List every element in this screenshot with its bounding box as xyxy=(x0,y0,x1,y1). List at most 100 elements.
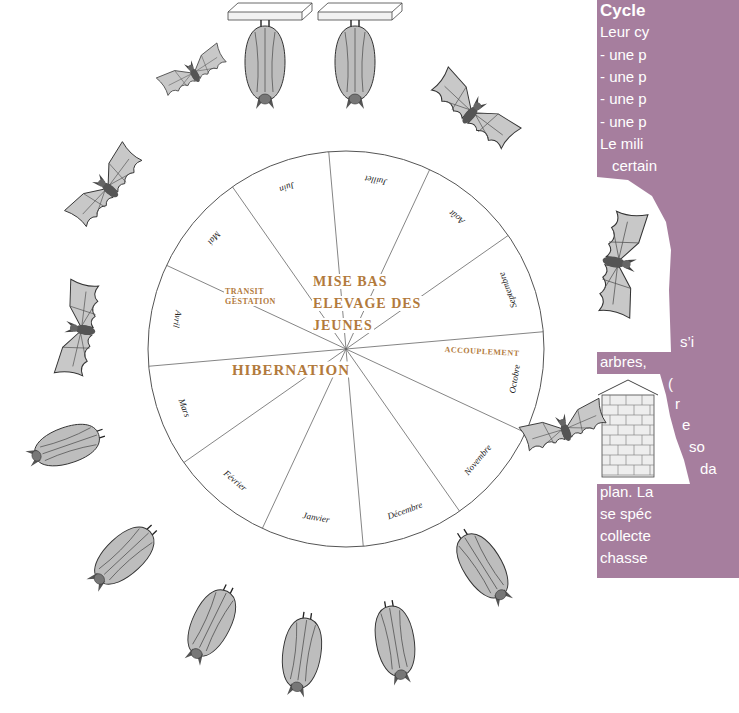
label-text: Juillet xyxy=(364,173,388,187)
month-divider xyxy=(346,349,363,546)
panel-text: da xyxy=(700,460,717,478)
bat-wings xyxy=(84,518,163,595)
bat-folds xyxy=(345,28,365,92)
wing-fingers xyxy=(606,219,642,261)
wing-fingers xyxy=(67,289,99,327)
ledge-top xyxy=(228,3,312,20)
bat-head xyxy=(622,259,632,269)
ledge-face xyxy=(318,12,392,20)
wall-face xyxy=(602,395,654,477)
label-text: Juin xyxy=(278,180,296,195)
label-text: Mars xyxy=(177,397,193,418)
month-divider xyxy=(346,349,460,511)
bat-figure xyxy=(277,610,327,699)
heading-text: Cycle xyxy=(600,1,645,20)
bat-ears xyxy=(25,447,41,466)
label-text: so xyxy=(689,438,705,455)
bat-ears xyxy=(87,571,108,592)
bat-body xyxy=(74,324,96,337)
panel-heading: Cycle xyxy=(600,1,645,21)
label-text: TRANSIT GESTATION xyxy=(224,287,277,306)
bat-figure xyxy=(335,20,375,109)
label-text: Août xyxy=(447,208,466,227)
bat-figure xyxy=(519,398,609,455)
bat-wings xyxy=(371,603,420,681)
panel-text: - une p xyxy=(600,46,647,64)
label-text: Octobre xyxy=(507,364,522,394)
wing-membrane xyxy=(54,330,92,378)
panel-text: collecte xyxy=(600,527,651,545)
label-text: arbres, xyxy=(600,353,647,370)
panel-text: so xyxy=(689,438,705,456)
month-label: Août xyxy=(447,208,467,227)
phase-label: MISE BAS ELEVAGE DES JEUNES xyxy=(312,271,447,337)
bat-folds xyxy=(40,427,100,463)
wall xyxy=(598,380,658,477)
panel-text: e xyxy=(682,416,690,434)
bat-head xyxy=(259,94,271,104)
bat-head xyxy=(31,449,43,462)
bat-figure xyxy=(175,578,246,671)
month-label: Juin xyxy=(278,180,296,196)
bat-folds xyxy=(457,533,505,595)
bat-wings xyxy=(335,26,375,102)
label-text: collecte xyxy=(600,527,651,544)
bat-ears xyxy=(185,647,206,666)
bat-wing xyxy=(63,279,101,327)
bat-head xyxy=(558,418,567,427)
bat-figure xyxy=(156,43,229,99)
text-panel xyxy=(597,0,739,578)
bat-wings xyxy=(448,526,519,607)
month-label: Mai xyxy=(205,229,223,247)
bat-head xyxy=(92,572,107,587)
wall-roof xyxy=(598,380,658,395)
month-label: Juillet xyxy=(364,172,388,187)
bat-body xyxy=(602,255,627,269)
bat-figure xyxy=(79,514,167,599)
label-text: MISE BAS ELEVAGE DES JEUNES xyxy=(312,274,422,333)
bat-head xyxy=(187,64,195,72)
label-text: - une p xyxy=(600,90,647,107)
bat-figure xyxy=(245,20,285,109)
month-divider xyxy=(346,349,525,433)
wing-membrane xyxy=(468,100,521,151)
bat-wings xyxy=(245,26,285,102)
bat-head xyxy=(69,324,78,333)
label-text: Avril xyxy=(171,310,184,329)
bat-wings xyxy=(178,583,244,665)
panel-text: certain xyxy=(612,157,657,175)
wing-membrane xyxy=(156,62,195,97)
panel-text: plan. La xyxy=(600,483,653,501)
bat-head xyxy=(394,669,407,680)
ledge-face xyxy=(228,12,302,20)
panel-text: - une p xyxy=(600,90,647,108)
ledge xyxy=(318,3,402,20)
panel-text: - une p xyxy=(600,68,647,86)
bat-figure xyxy=(22,416,109,476)
month-label: Octobre xyxy=(507,364,523,395)
bat-head xyxy=(97,178,107,188)
cycle-wheel xyxy=(148,151,544,547)
phase-label: HIBERNATION xyxy=(231,361,351,380)
label-text: Leur cy xyxy=(600,23,649,40)
panel-text: ( xyxy=(668,375,673,393)
panel-text: chasse xyxy=(600,549,648,567)
month-label: Mars xyxy=(176,397,193,419)
bat-ears xyxy=(492,588,513,608)
month-label: Septembre xyxy=(496,271,519,310)
phase-label: TRANSIT GESTATION xyxy=(224,287,290,307)
brick-lines xyxy=(602,395,654,475)
month-label: Avril xyxy=(170,310,184,329)
wing-fingers xyxy=(60,330,92,368)
panel-text: s’i xyxy=(680,333,694,351)
ledge xyxy=(228,3,312,20)
panel-text: arbres, xyxy=(600,353,647,371)
label-text: ( xyxy=(668,375,673,392)
label-text: - une p xyxy=(600,46,647,63)
panel-text: r xyxy=(675,395,680,413)
label-text: Décembre xyxy=(386,499,424,521)
wing-membrane xyxy=(96,142,145,192)
bat-wing xyxy=(597,265,638,318)
bat-folds xyxy=(289,619,317,682)
